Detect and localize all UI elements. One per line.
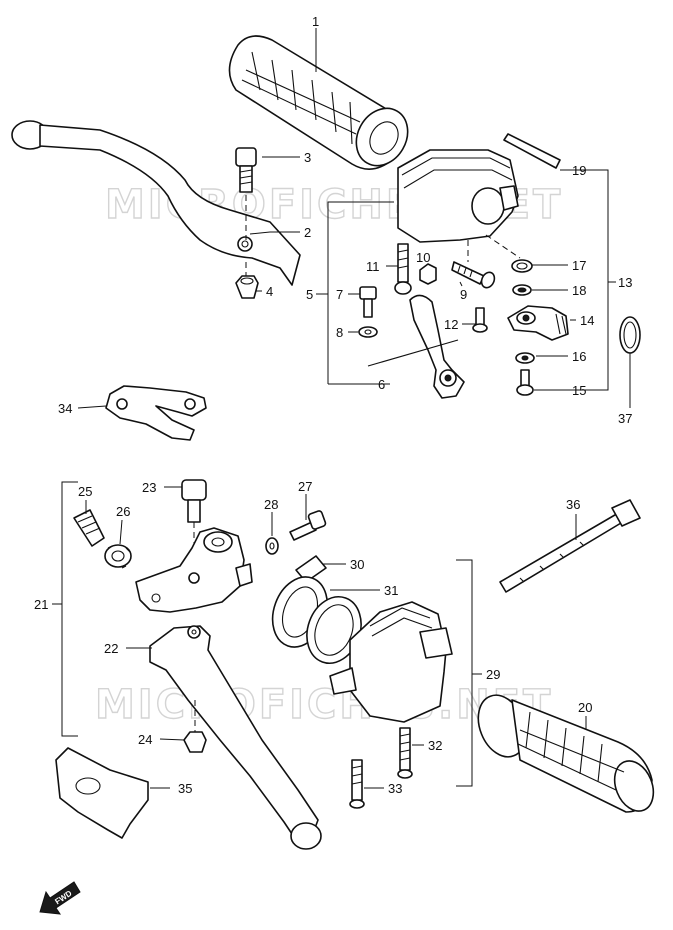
callout-6: 6 [378,377,385,392]
watermark-bottom: MICROFICHES.NET [95,682,553,728]
label-plate-19 [503,133,561,169]
bracket-34 [105,385,207,441]
collar-31 [271,576,362,664]
callout-31: 31 [384,583,398,598]
switch-housing-lower [329,601,453,723]
callout-9: 9 [460,287,467,302]
grip-left [228,35,409,170]
screw-12 [472,307,488,333]
callout-3: 3 [304,150,311,165]
callout-32: 32 [428,738,442,753]
callout-34: 34 [58,401,72,416]
callout-24: 24 [138,732,152,747]
screw-7 [359,286,377,318]
screw-11 [394,243,412,295]
switch-knob-14 [507,305,569,341]
nut-10 [419,263,437,285]
callout-19: 19 [572,163,586,178]
callout-33: 33 [388,781,402,796]
callout-16: 16 [572,349,586,364]
switch-lever-6 [367,294,465,399]
callout-17: 17 [572,258,586,273]
bolt-3 [235,147,257,240]
screw-33 [349,759,365,809]
callout-13: 13 [618,275,632,290]
nut-24 [183,731,207,753]
bolt-23 [181,479,207,560]
grip-right [477,694,655,813]
washer-8 [358,326,378,338]
leader-lines [52,28,631,789]
bolt-27 [289,510,327,541]
callout-27: 27 [298,479,312,494]
ring-17 [511,259,533,273]
callout-26: 26 [116,504,130,519]
brake-lever-22 [149,625,322,850]
nut-4 [235,262,259,299]
callout-2: 2 [304,225,311,240]
callout-5: 5 [306,287,313,302]
lever-holder-21 [135,527,253,613]
switch-housing-upper [397,149,521,262]
screw-32 [397,727,413,779]
screw-9 [451,261,496,289]
cable-strap-36 [499,499,641,593]
callout-29: 29 [486,667,500,682]
adjuster-25 [73,509,105,547]
callout-20: 20 [578,700,592,715]
callout-21: 21 [34,597,48,612]
callout-12: 12 [444,317,458,332]
callout-37: 37 [618,411,632,426]
washer-28 [265,537,279,555]
callout-15: 15 [572,383,586,398]
callout-4: 4 [266,284,273,299]
callout-18: 18 [572,283,586,298]
callout-28: 28 [264,497,278,512]
callout-25: 25 [78,484,92,499]
screw-15 [516,369,534,396]
callout-8: 8 [336,325,343,340]
locknut-26 [104,544,132,569]
callout-14: 14 [580,313,594,328]
callout-30: 30 [350,557,364,572]
callout-35: 35 [178,781,192,796]
callout-1: 1 [312,14,319,29]
callout-11: 11 [366,259,380,274]
callout-10: 10 [416,250,430,265]
callout-numbers: 1 3 2 4 5 7 8 6 11 10 9 12 19 17 13 18 1… [34,14,632,796]
callout-7: 7 [336,287,343,302]
fwd-arrow: FWD [39,881,81,915]
lever-cover-35 [55,747,149,839]
callout-23: 23 [142,480,156,495]
callout-36: 36 [566,497,580,512]
clutch-lever-top [11,120,301,286]
callout-22: 22 [104,641,118,656]
